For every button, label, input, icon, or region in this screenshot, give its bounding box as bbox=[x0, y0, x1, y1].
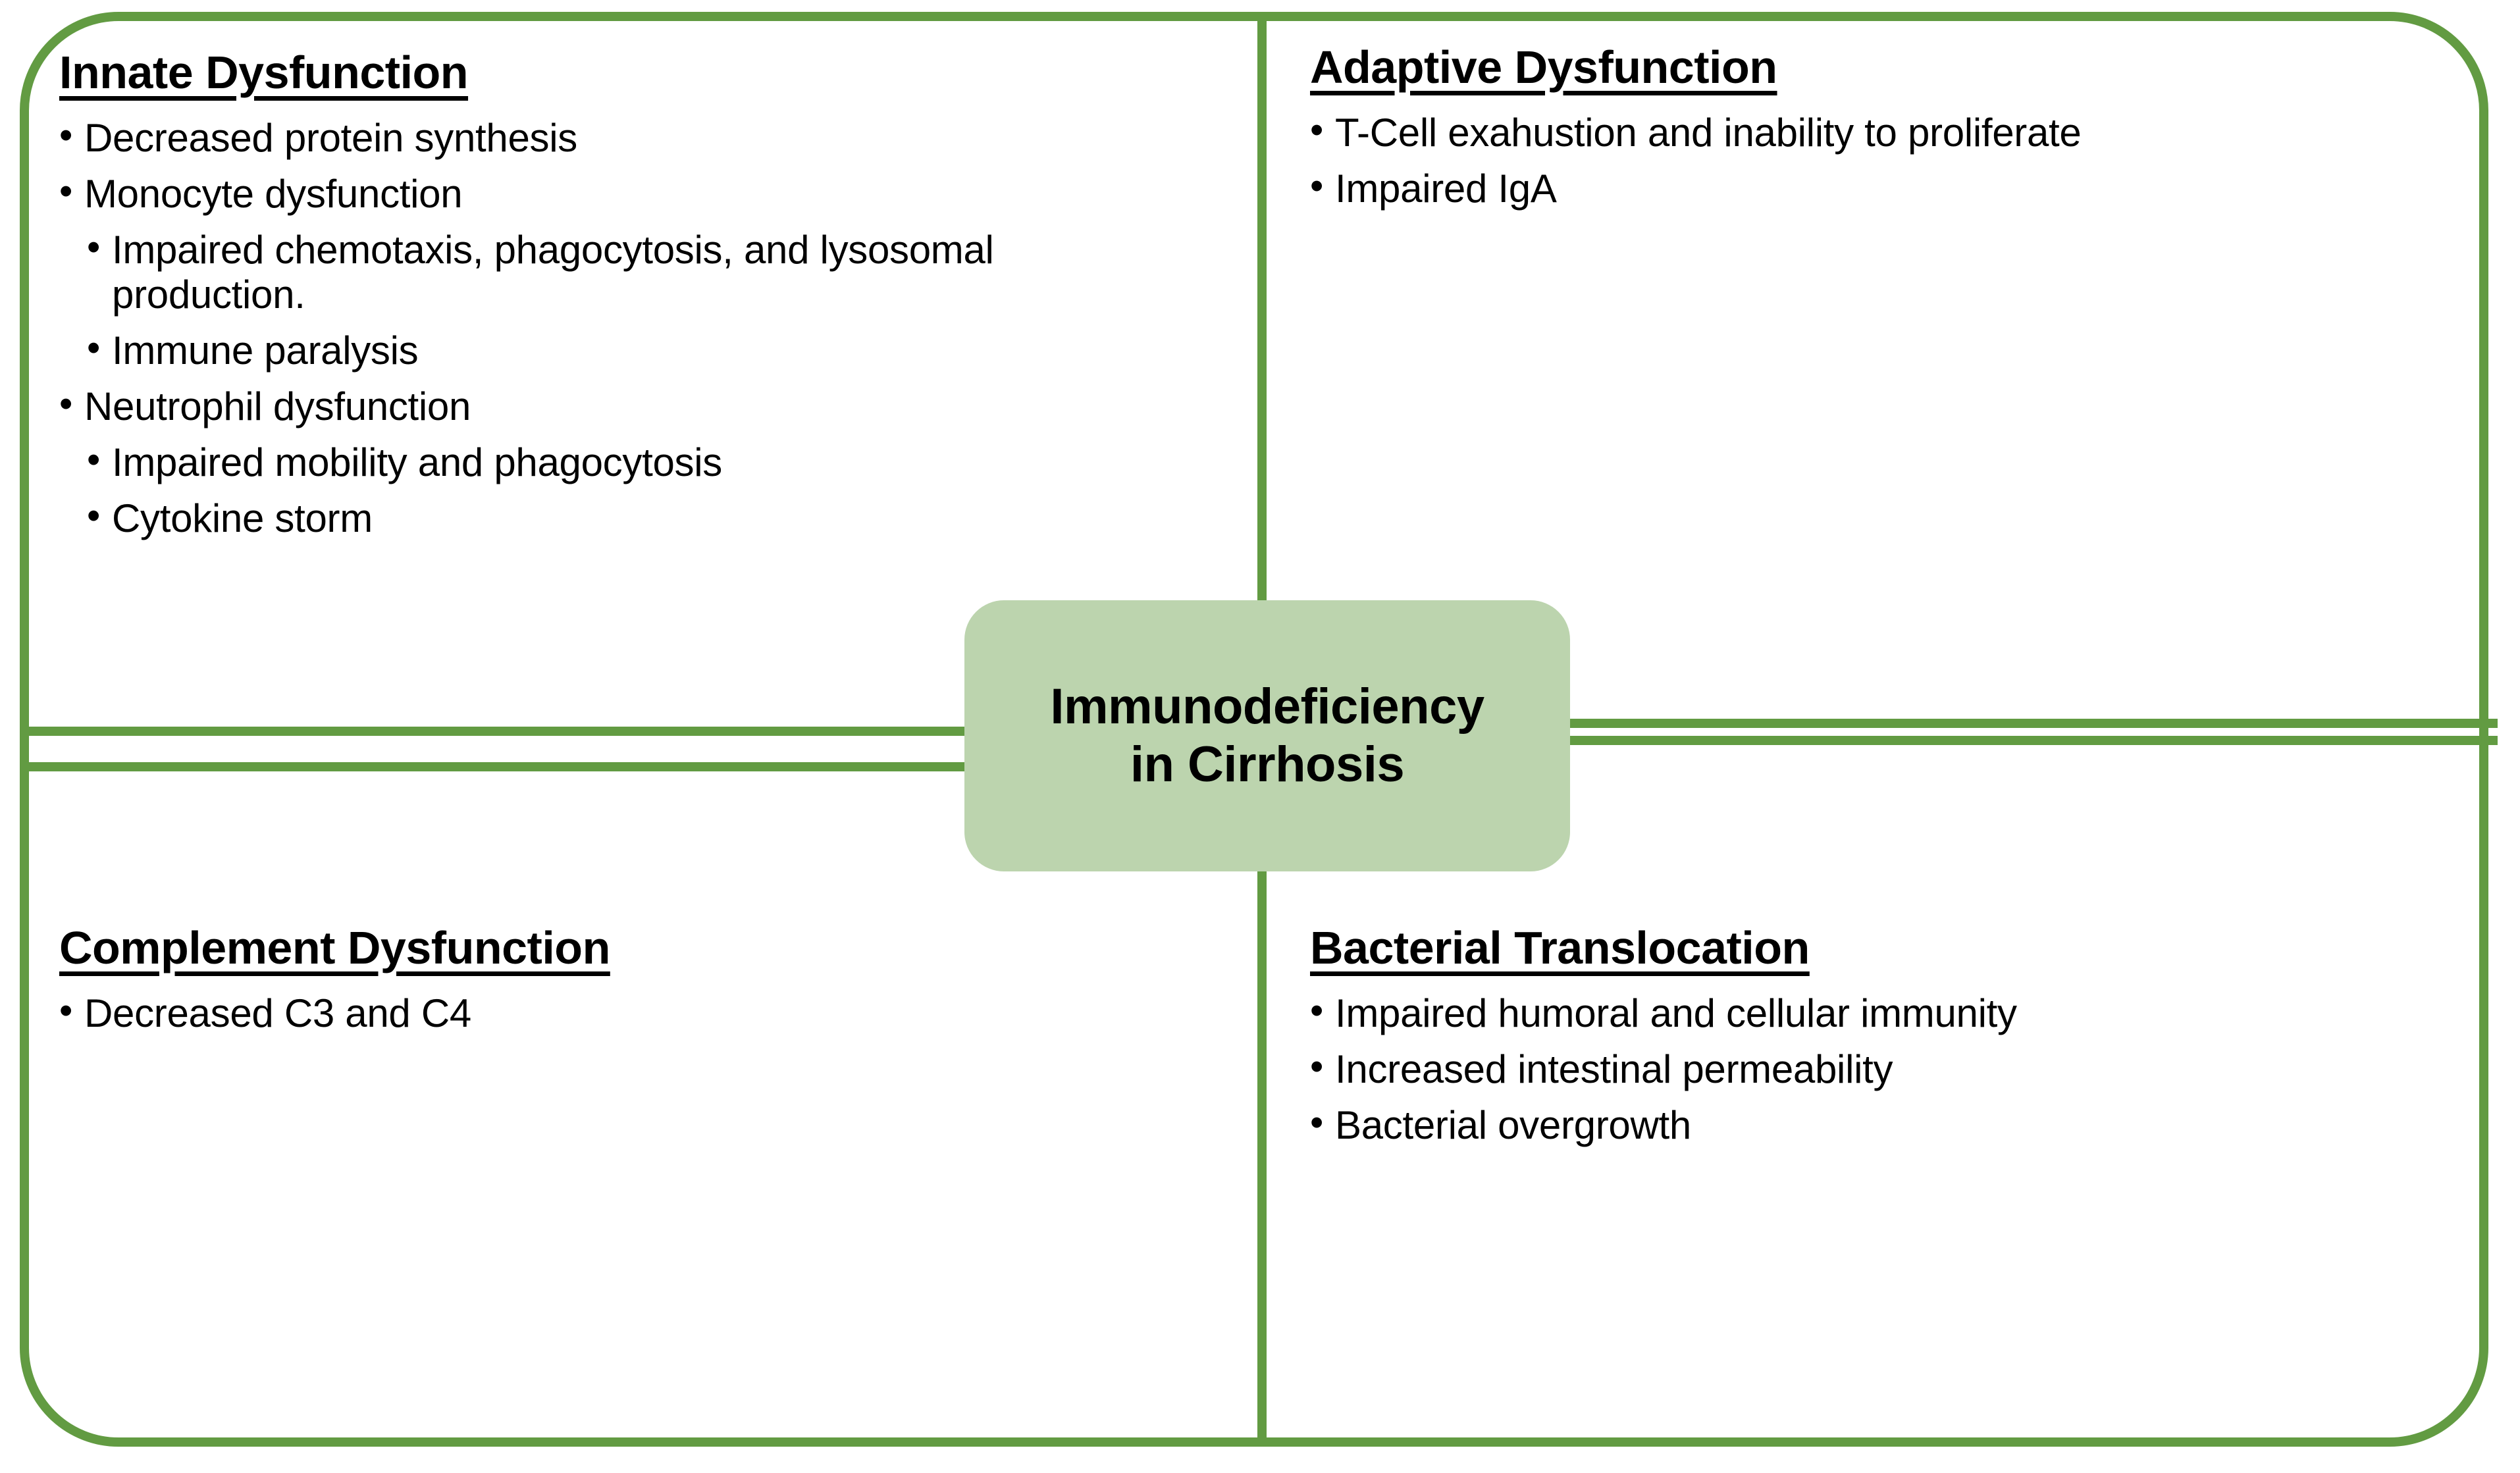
quadrant-heading-complement: Complement Dysfunction bbox=[59, 922, 610, 973]
horizontal-divider-left-lower bbox=[20, 762, 1267, 771]
list-item: Decreased protein synthesis bbox=[59, 115, 1244, 160]
bullet-list-adaptive: T-Cell exahustion and inability to proli… bbox=[1310, 109, 2475, 211]
list-item: Immune paralysis bbox=[59, 327, 1244, 373]
quadrant-bacterial-translocation: Bacterial Translocation Impaired humoral… bbox=[1290, 921, 2475, 1435]
quadrant-heading-innate: Innate Dysfunction bbox=[59, 47, 469, 98]
bullet-list-bacterial: Impaired humoral and cellular immunity I… bbox=[1310, 990, 2475, 1148]
centre-node-label: Immunodeficiency in Cirrhosis bbox=[1050, 678, 1484, 792]
list-item: Decreased C3 and C4 bbox=[59, 990, 1244, 1035]
list-item: Monocyte dysfunction bbox=[59, 170, 1244, 216]
list-item: T-Cell exahustion and inability to proli… bbox=[1310, 109, 2475, 155]
quadrant-heading-bacterial: Bacterial Translocation bbox=[1310, 922, 1810, 973]
list-item: Bacterial overgrowth bbox=[1310, 1102, 2475, 1147]
list-item: Increased intestinal permeability bbox=[1310, 1046, 2475, 1091]
list-item: Impaired mobility and phagocytosis bbox=[59, 439, 1244, 484]
list-item: Cytokine storm bbox=[59, 495, 1244, 540]
quadrant-innate-dysfunction: Innate Dysfunction Decreased protein syn… bbox=[39, 26, 1244, 717]
quadrant-complement-dysfunction: Complement Dysfunction Decreased C3 and … bbox=[39, 921, 1244, 1435]
list-item: Neutrophil dysfunction bbox=[59, 383, 1244, 428]
quadrant-adaptive-dysfunction: Adaptive Dysfunction T-Cell exahustion a… bbox=[1290, 26, 2475, 704]
quadrant-heading-adaptive: Adaptive Dysfunction bbox=[1310, 41, 1777, 93]
horizontal-divider-left-upper bbox=[20, 727, 1267, 736]
bullet-list-innate: Decreased protein synthesis Monocyte dys… bbox=[59, 115, 1244, 541]
list-item: Impaired humoral and cellular immunity bbox=[1310, 990, 2475, 1035]
list-item: Impaired IgA bbox=[1310, 165, 2475, 211]
list-item: Impaired chemotaxis, phagocytosis, and l… bbox=[59, 226, 1047, 316]
bullet-list-complement: Decreased C3 and C4 bbox=[59, 990, 1244, 1035]
centre-node-immunodeficiency: Immunodeficiency in Cirrhosis bbox=[964, 600, 1570, 871]
